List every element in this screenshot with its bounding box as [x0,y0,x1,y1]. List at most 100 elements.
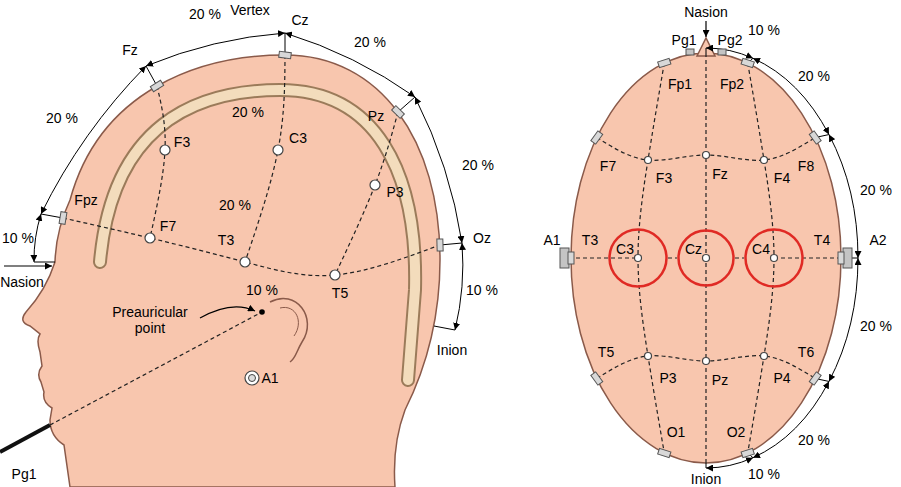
circle-outline [744,228,804,288]
electrode-cable [0,425,50,452]
figure-label: Fp2 [720,76,744,92]
electrode [273,145,283,155]
electrode [160,145,170,155]
red-circle [746,230,803,287]
figure-label: 20 % [860,318,892,334]
scalp-electrode [392,106,405,119]
figure-label: Pg1 [672,32,697,48]
electrode-label: C4 [752,242,770,256]
electrode [761,353,768,360]
figure-label: Nasion [0,274,44,290]
scalp-electrode [658,58,671,67]
figure-label: A2 [869,232,886,248]
electrode-label: C3 [616,242,634,256]
electrode-line [150,86,165,238]
nasion-arrow [705,21,706,37]
figure-label: F3 [174,134,190,150]
figure-label: Inion [691,471,721,487]
dimension-tick [706,463,707,468]
electrode-line [63,218,440,276]
highlight-circle: C4 [744,228,804,288]
scalp-electrode [741,448,754,457]
figure-label: P3 [659,370,676,386]
scalp-electrode [809,372,821,385]
electrode [240,257,250,267]
scalp-electrode [568,252,574,264]
figure-label: F7 [160,218,176,234]
dimension-arc [34,214,41,262]
ear [270,298,307,362]
electrode [145,233,155,243]
figure-label: 20 % [232,104,264,120]
figure-label: 20 % [219,197,251,213]
figure-label: F4 [774,170,790,186]
figure-label: Fz [122,42,138,58]
figure-label: Vertex [230,2,270,18]
dimension-arc [706,458,753,468]
figure-label: F8 [798,158,814,174]
highlight-circle: Cz [677,229,735,287]
figure-label: F3 [656,170,672,186]
figure-label: 10 % [748,466,780,482]
dimension-arc [706,48,753,58]
red-circle [610,230,667,287]
dimension-arc [285,33,415,97]
figure-label: Oz [473,230,491,246]
figure-label: 10 % [748,22,780,38]
electrode-line [245,55,285,262]
figure-label: F7 [600,158,616,174]
electrode [761,157,768,164]
dimension-arc [753,58,829,134]
circle-outline [677,229,735,287]
dimension-arc [753,381,829,457]
figure-label: Fz [712,166,728,182]
dimension-arc [41,66,146,214]
scalp-electrode [809,131,821,144]
nasion-arrow [4,265,52,266]
figure-label: Pz [368,108,384,124]
scalp-electrode [150,80,163,91]
figure-label: O2 [727,424,746,440]
figure-label: Nasion [684,4,728,20]
figure-label: A1 [261,370,278,386]
red-circle [679,231,734,286]
electrode [645,157,652,164]
figure-label: 20 % [46,110,78,126]
scalp-electrode [437,239,443,251]
electrode [703,255,710,262]
figure-label: A1 [543,232,560,248]
scalp-electrode [591,372,603,385]
dimension-arc [829,135,858,258]
figure-label: P3 [386,184,403,200]
figure-label: T6 [798,344,814,360]
figure-label: P4 [773,370,790,386]
figure-label: 20 % [798,68,830,84]
figure-label: Fp1 [668,76,692,92]
ear-electrode [245,371,259,385]
figure-label: Pg2 [718,32,743,48]
dimension-arc [829,258,858,381]
scalp-electrode [279,51,292,58]
circle-outline [608,228,668,288]
preauricular-dot [259,309,265,315]
highlight-circle: C3 [608,228,668,288]
figure-label: Cz [291,12,308,28]
figure-label: 20 % [462,157,494,173]
electrode [703,358,710,365]
electrode-connector [668,257,677,258]
electrode [635,255,642,262]
scalp-electrode [838,252,844,264]
pg-electrode [718,49,726,55]
figure-label: Pg1 [12,466,37,482]
figure-label: 10 % [2,230,34,246]
ear-electrode-inner [249,375,256,382]
electrode [330,270,340,280]
figure-label: C3 [289,130,307,146]
dimension-tick [434,326,455,330]
figure-label: T5 [332,285,348,301]
figure-label: Pz [712,372,728,388]
figure-label: O1 [667,424,686,440]
figure-label: Fpz [74,192,97,208]
leader-arrow [200,307,255,318]
scalp-electrode [591,131,603,144]
